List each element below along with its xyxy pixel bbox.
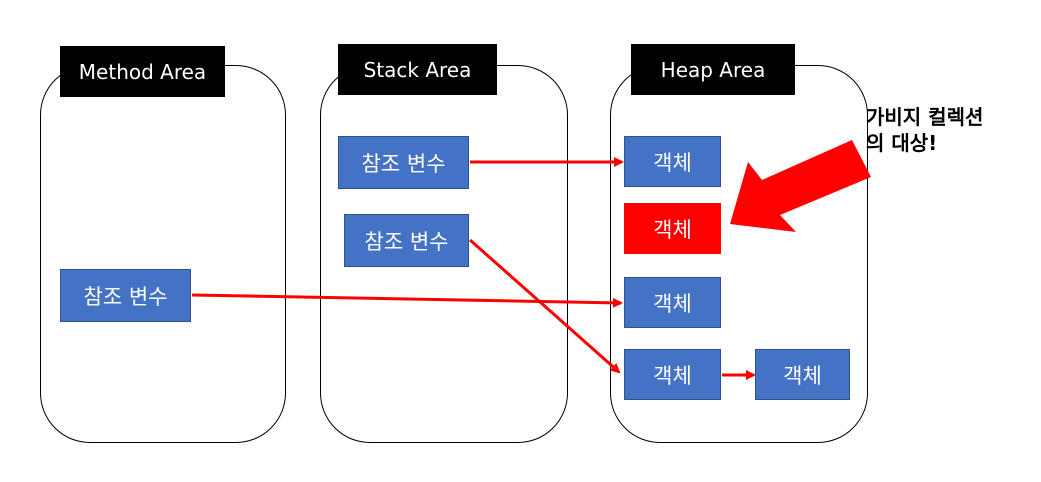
method-area-label: Method Area	[60, 46, 225, 97]
gc-callout-line1: 가비지 컬렉션	[866, 105, 984, 129]
stack-ref-2: 참조 변수	[344, 214, 469, 267]
stack-ref-1: 참조 변수	[338, 136, 469, 189]
heap-area-label: Heap Area	[631, 44, 795, 95]
heap-object-garbage: 객체	[624, 203, 721, 254]
gc-callout-line2: 의 대상!	[866, 131, 938, 155]
method-area	[40, 65, 286, 443]
method-ref: 참조 변수	[60, 269, 191, 322]
heap-object-3: 객체	[624, 277, 721, 328]
gc-callout: 가비지 컬렉션 의 대상!	[866, 104, 983, 156]
heap-object-5: 객체	[755, 349, 850, 400]
heap-object-4: 객체	[624, 349, 721, 400]
heap-object-1: 객체	[624, 136, 721, 187]
stack-area-label: Stack Area	[338, 44, 497, 95]
